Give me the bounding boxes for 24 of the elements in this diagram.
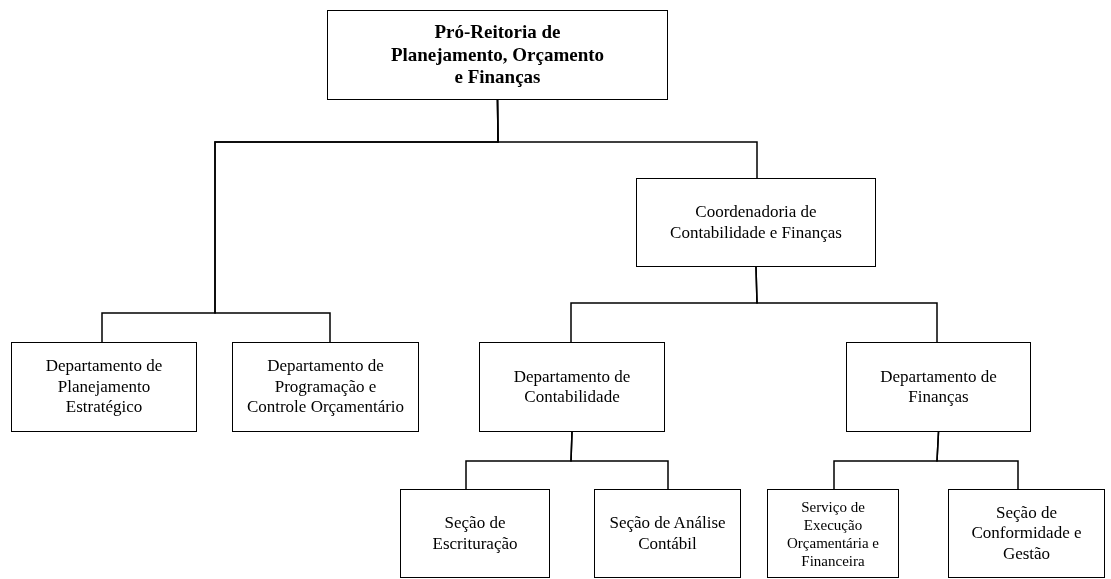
unit-name: Departamento de Finanças [879, 366, 998, 408]
connector-line [570, 431, 669, 490]
connector-line [755, 266, 938, 343]
unit-name: Seção de Conformidade e Gestão [970, 502, 1083, 565]
org-unit-box [232, 342, 419, 432]
unit-name: Coordenadoria de Contabilidade e Finanças [669, 202, 843, 243]
org-unit-box [767, 489, 899, 578]
unit-name: Seção de Análise Contábil [608, 513, 727, 554]
unit-name: Departamento de Programação e Controle Orçamentário [245, 356, 406, 418]
unit-name: Pró-Reitoria de Planejamento, Orçamento e Finanças [389, 20, 606, 90]
org-unit-box [11, 342, 197, 432]
org-unit-box [400, 489, 550, 578]
org-unit-box [479, 342, 665, 432]
org-unit-box [846, 342, 1031, 432]
connector-line [214, 99, 499, 343]
unit-name: Seção de Escrituração [431, 513, 519, 554]
org-unit-box [327, 10, 668, 100]
org-unit-box [636, 178, 876, 267]
unit-name: Departamento de Contabilidade [512, 366, 632, 408]
connector-line [936, 431, 1019, 490]
unit-name: Serviço de Execução Orçamentária e Financeira [786, 497, 880, 570]
org-unit-box [594, 489, 741, 578]
org-unit-box [948, 489, 1105, 578]
unit-name: Departamento de Planejamento Estratégico [44, 356, 164, 418]
